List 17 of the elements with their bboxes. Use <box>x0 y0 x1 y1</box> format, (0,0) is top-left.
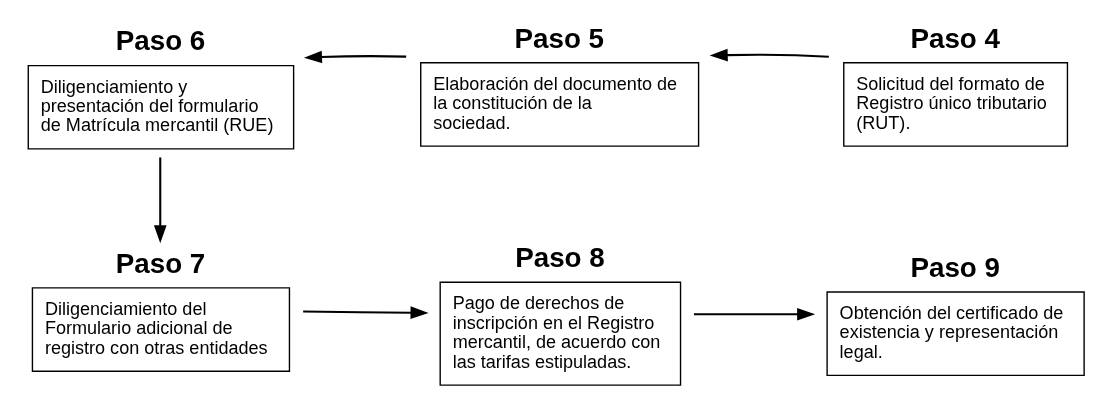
node-label: Paso 9 <box>910 251 1000 283</box>
arrow <box>153 157 167 244</box>
node-box: Pago de derechos de inscripción en el Registro mercantil, de acuerdo con las tarifas estipuladas. <box>439 281 682 386</box>
node-label: Paso 7 <box>115 247 206 279</box>
node-box: Diligenciamiento y presentación del formulario de Matrícula mercantil (RUE) <box>27 64 295 150</box>
arrow <box>709 48 829 62</box>
node-box: Solicitud del formato de Registro único tributario (RUT). <box>843 62 1069 147</box>
node-label: Paso 4 <box>910 22 1000 54</box>
arrow <box>303 306 429 320</box>
node-box: Obtención del certificado de existencia y representación legal. <box>826 291 1085 377</box>
node-label: Paso 6 <box>115 25 206 57</box>
arrow <box>693 307 816 321</box>
node-label: Paso 5 <box>514 22 605 54</box>
node-label: Paso 8 <box>515 242 605 274</box>
node-box: Elaboración del documento de la constitución de la sociedad. <box>420 62 700 147</box>
arrow <box>303 50 407 64</box>
node-box: Diligenciamiento del Formulario adicional de registro con otras entidades <box>31 287 291 372</box>
